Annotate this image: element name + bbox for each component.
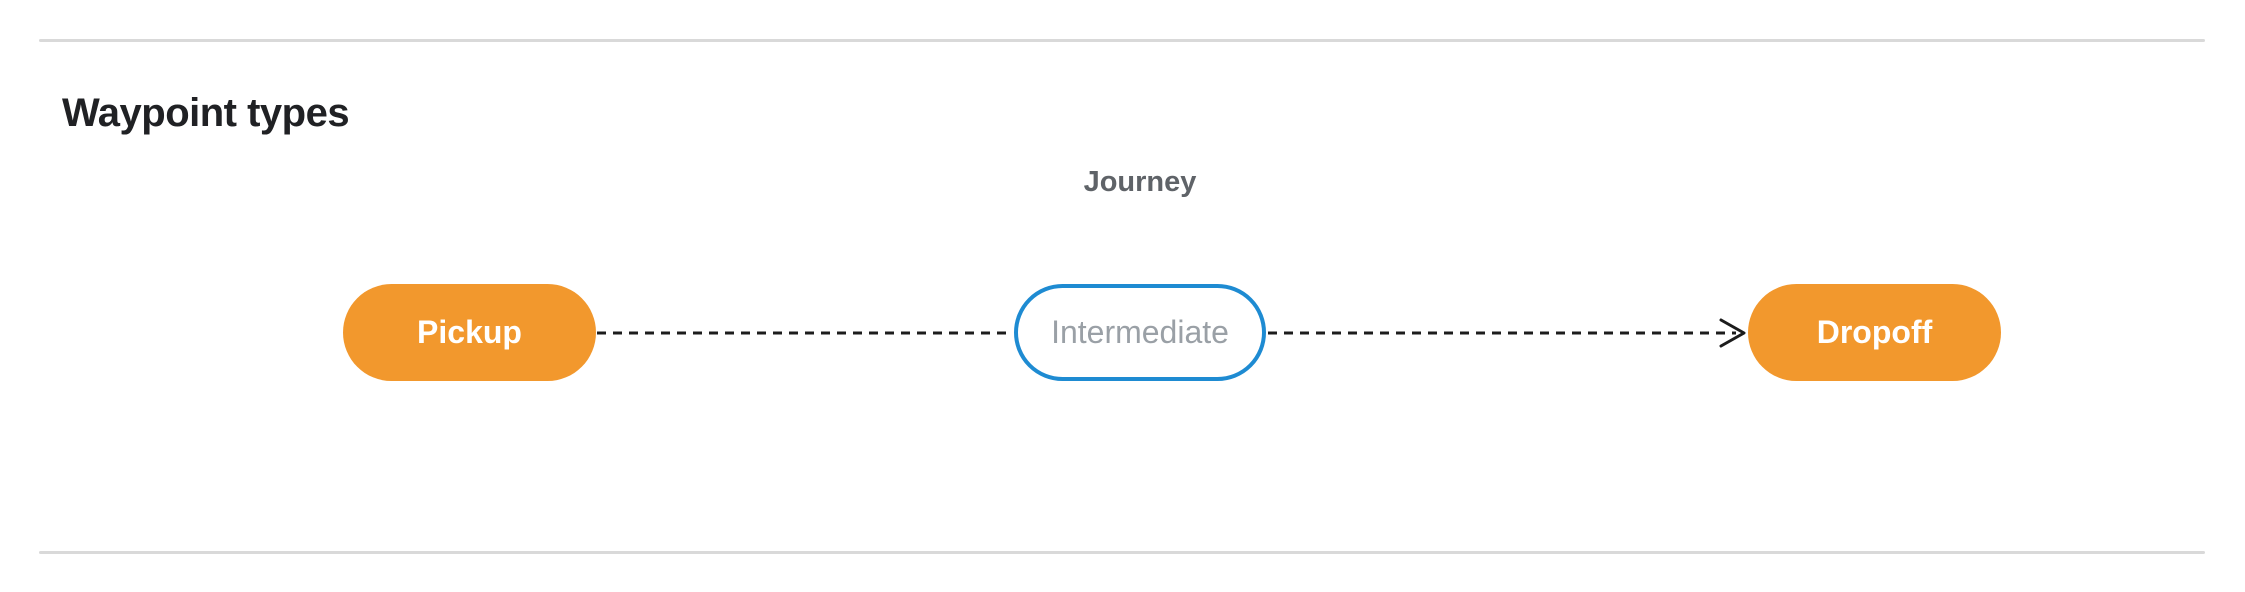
arrowhead-icon bbox=[1719, 318, 1746, 348]
node-intermediate-label: Intermediate bbox=[1051, 314, 1229, 350]
section-title: Waypoint types bbox=[62, 91, 350, 136]
node-dropoff-label: Dropoff bbox=[1816, 314, 1933, 350]
top-divider bbox=[39, 39, 2205, 42]
node-dropoff: Dropoff bbox=[1748, 284, 2001, 381]
node-intermediate: Intermediate bbox=[1014, 284, 1266, 381]
node-pickup: Pickup bbox=[343, 284, 596, 381]
node-pickup-label: Pickup bbox=[417, 314, 522, 350]
bottom-divider bbox=[39, 551, 2205, 554]
journey-label: Journey bbox=[1083, 166, 1197, 198]
